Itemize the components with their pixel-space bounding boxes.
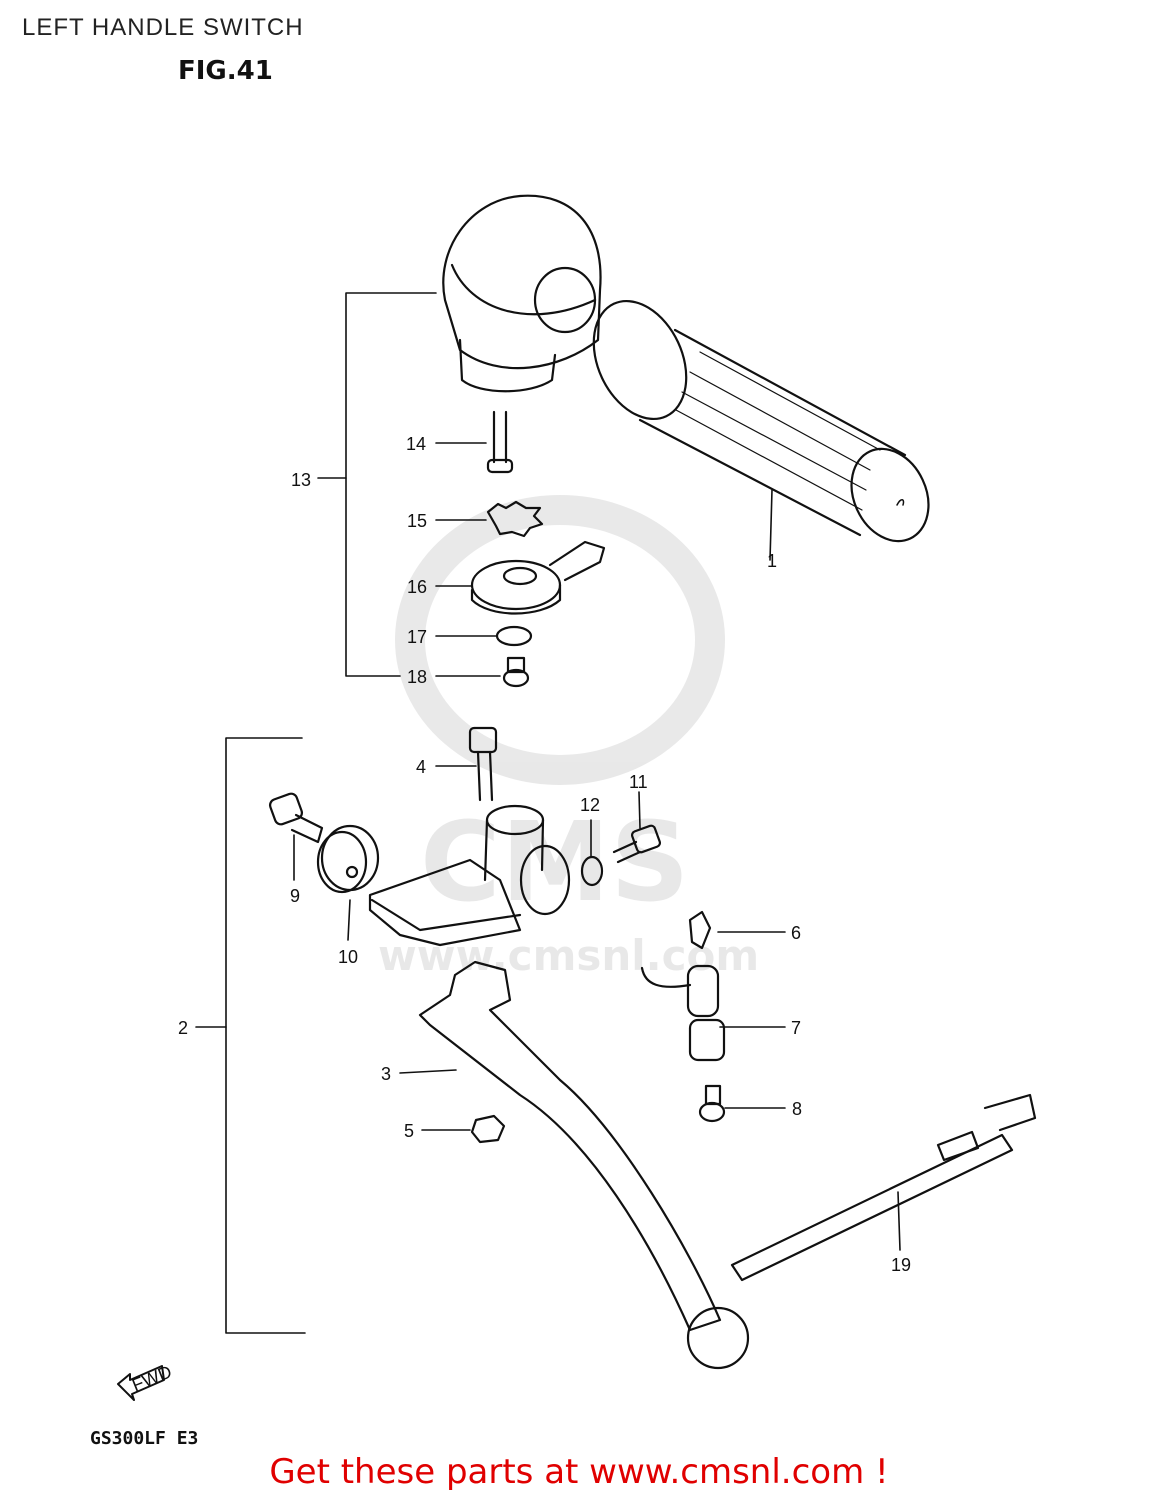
washer-12-part: [580, 855, 604, 887]
leader-lines: [195, 292, 901, 1334]
screw-11-part: [612, 824, 662, 864]
callout-12: 12: [580, 795, 600, 815]
bolt-4-part: [468, 726, 498, 802]
callout-15: 15: [407, 511, 427, 531]
clutch-lever-3-part: [418, 960, 750, 1370]
callout-7: 7: [791, 1018, 801, 1038]
callout-5: 5: [404, 1121, 414, 1141]
callout-4: 4: [416, 757, 426, 777]
callout-18: 18: [407, 667, 427, 687]
callout-2: 2: [178, 1018, 188, 1038]
nut-5-part: [470, 1114, 506, 1144]
cable-tie-19-part: [730, 1093, 1037, 1282]
figure-number: FIG.41: [178, 56, 273, 86]
forward-direction-icon: [117, 1365, 165, 1401]
callout-13: 13: [291, 470, 311, 490]
callout-1: 1: [767, 551, 777, 571]
handlebar-grip-part: [592, 299, 930, 543]
switch-housing-part: [442, 194, 602, 393]
callout-10: 10: [338, 947, 358, 967]
callout-8: 8: [792, 1099, 802, 1119]
screw-14-part: [486, 410, 514, 474]
watermark-url: www.cmsnl.com: [378, 931, 759, 980]
lever-holder-part: [368, 804, 571, 947]
screw-18-part: [502, 656, 530, 688]
lock-washer-15-part: [486, 500, 544, 538]
adjuster-nut-10-part: [316, 824, 380, 894]
callout-14: 14: [406, 434, 426, 454]
model-code: GS300LF E3: [90, 1428, 199, 1449]
washer-17-part: [495, 625, 533, 647]
callout-labels: 1 2 3 4 5 6 7 8 9 10 11 12 13 14 15 16 1…: [129, 434, 911, 1395]
callout-9: 9: [290, 886, 300, 906]
choke-lever-16-part: [470, 540, 606, 615]
fwd-label: FWD: [129, 1361, 174, 1395]
callout-17: 17: [407, 627, 427, 647]
clutch-switch-part: [640, 910, 726, 1123]
callout-6: 6: [791, 923, 801, 943]
watermark-logo: CMS: [420, 798, 689, 926]
page-title: LEFT HANDLE SWITCH: [22, 14, 304, 41]
callout-3: 3: [381, 1064, 391, 1084]
adjuster-bolt-9-part: [268, 792, 324, 844]
callout-11: 11: [629, 772, 648, 792]
footer-link[interactable]: Get these parts at www.cmsnl.com !: [269, 1452, 889, 1492]
watermark: CMS www.cmsnl.com: [378, 495, 759, 980]
callout-16: 16: [407, 577, 427, 597]
watermark-mascot-icon: [395, 495, 725, 785]
callout-19: 19: [891, 1255, 911, 1275]
